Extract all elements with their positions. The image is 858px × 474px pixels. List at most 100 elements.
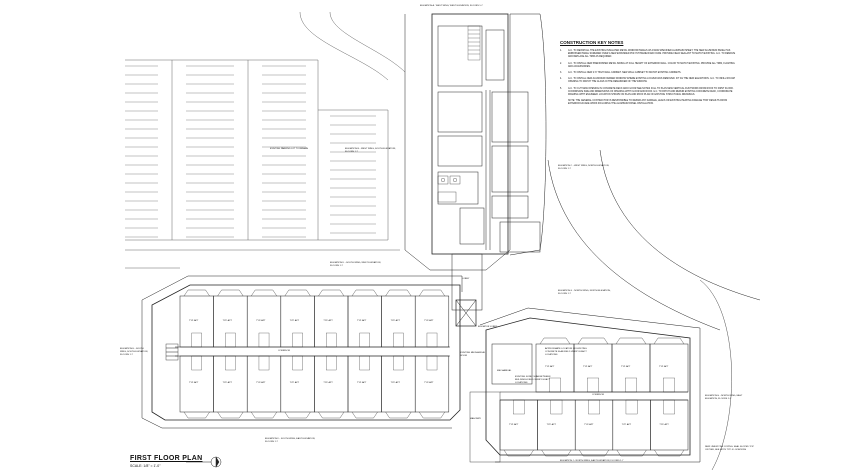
unit-label: TYP. APT [222, 382, 232, 384]
elevation-tag: ELEVATION D - SOUTH WING, WEST ELEVATION… [330, 262, 381, 267]
notes-heading: CONSTRUCTION KEY NOTES [560, 40, 624, 45]
note-item: 2. G.C. TO INSTALL NEW PREFINISHED METAL… [560, 63, 740, 69]
apartment-unit [574, 399, 614, 451]
window-bay [653, 337, 685, 345]
elevation-tag: ELEVATION G - NORTH WING, NORTH ELEVATIO… [558, 290, 611, 295]
drawing-scale: SCALE: 1/8" = 1'-0" [130, 464, 161, 468]
unit-label: TYP. APT [323, 382, 333, 384]
unit-label: TYP. APT [189, 382, 199, 384]
window-bay [615, 337, 647, 345]
unit-label: TYP. APT [289, 320, 300, 322]
apartment-unit [611, 343, 651, 393]
note-item: 4. G.C. TO INSTALL NEW ALUMINUM FRAMED W… [560, 78, 740, 84]
unit-label: TYP. APT [424, 320, 434, 322]
note-number: 5. [560, 87, 562, 90]
room-label-mechanical: MECHANICAL [497, 370, 512, 372]
unit-label: TYP. APT [583, 366, 593, 368]
south-wing [141, 275, 463, 429]
window-bay [503, 449, 534, 457]
note-number: 1. [560, 50, 562, 52]
callout-note: EXISTING MECHANICAL ROOM [460, 352, 486, 357]
callout-note: EXISTING SONIC SLAB BETWEEN BUILDINGS FI… [515, 376, 551, 384]
unit-bathroom [426, 332, 438, 348]
unit-bathroom [191, 332, 202, 348]
window-bay [539, 337, 571, 345]
west-wing [404, 13, 547, 327]
unit-label: TYP. APT [256, 382, 266, 384]
apartment-unit [612, 399, 651, 451]
unit-label: TYP. APT [357, 382, 367, 384]
parking-label: EXISTING PARKING LOT TO REMAIN [270, 148, 309, 150]
unit-label: TYP. APT [584, 424, 594, 426]
window-bay [318, 411, 345, 419]
unit-bathroom [258, 355, 270, 371]
room-label-corridor: CORRIDOR [278, 350, 290, 352]
unit-bathroom [587, 377, 599, 393]
unit-bathroom [292, 355, 303, 371]
unit-label: TYP. APT [222, 320, 232, 322]
unit-bathroom [393, 355, 404, 371]
unit-label: TYP. APT [621, 366, 631, 368]
elevation-tag: ELEVATION H - NORTH WING, EAST ELEVATION… [705, 395, 743, 400]
window-bay [654, 449, 685, 457]
elevation-tag: ELEVATION A - WEST WING, WEST ELEVATION,… [420, 5, 483, 7]
unit-bathroom [550, 399, 563, 415]
window-bay [217, 411, 244, 419]
room-label-elevator-lobby: ELEVATOR LOBBY [478, 326, 498, 328]
unit-bathroom [292, 332, 303, 348]
unit-bathroom [225, 355, 236, 371]
window-bay [351, 411, 378, 419]
unit-label: TYP. APT [323, 320, 333, 322]
room-label-corridor: CORRIDOR [592, 394, 604, 396]
note-item: NOTE: THE GENERAL CONTRACTOR IS RESPONSI… [560, 100, 740, 106]
note-text: G.C. TO REINSTALL THE EXISTING INSULATED… [568, 50, 736, 59]
window-bay [251, 289, 277, 297]
parking-lot [125, 11, 406, 269]
unit-bathroom [258, 332, 270, 348]
unit-bathroom [625, 399, 638, 415]
callout-note: NEW LIMESTONE COPING. SEAL SLOPED TOP OF… [705, 446, 754, 451]
note-number: 2. [560, 62, 562, 65]
note-text: NOTE: THE GENERAL CONTRACTOR IS RESPONSI… [568, 100, 727, 106]
note-number [560, 100, 568, 106]
unit-bathroom [359, 355, 370, 371]
apartment-unit [537, 399, 576, 451]
note-item: 3. G.C. TO INSTALL NEW 2'-6" HIGH WALL C… [560, 72, 740, 75]
north-arrow [186, 456, 222, 468]
window-bay [284, 411, 311, 419]
window-bay [541, 449, 572, 457]
unit-bathroom [663, 377, 675, 393]
unit-bathroom [359, 332, 370, 348]
room-label-masonry: MASONRY [470, 418, 482, 420]
unit-bathroom [513, 399, 525, 415]
east-wing [469, 149, 761, 471]
window-bay [385, 289, 412, 297]
window-bay [251, 411, 277, 419]
window-bay [318, 289, 345, 297]
window-bay [419, 289, 445, 297]
note-text: G.C. TO INSTALL NEW 2'-6" HIGH WALL CABI… [568, 72, 682, 75]
note-item: 1. G.C. TO REINSTALL THE EXISTING INSULA… [560, 50, 740, 60]
apartment-unit [649, 343, 689, 393]
note-number: 3. [560, 72, 562, 75]
elevation-tag: ELEVATION B - WEST WING, SOUTH ELEVATION… [345, 148, 396, 153]
unit-bathroom [326, 332, 337, 348]
window-bay [419, 411, 445, 419]
unit-label: TYP. APT [546, 424, 556, 426]
unit-bathroom [191, 355, 202, 371]
note-text: G.C. TO INSTALL NEW PREFINISHED METAL SI… [568, 62, 735, 68]
unit-label: TYP. APT [545, 366, 555, 368]
callout-note: APPROXIMATE LOCATION OF EXISTING CONCRET… [545, 348, 587, 356]
window-bay [183, 289, 210, 297]
unit-label: TYP. APT [659, 424, 669, 426]
window-bay [385, 411, 412, 419]
window-bay [616, 449, 647, 457]
unit-label: TYP. APT [357, 320, 367, 322]
room-label-lobby: LOBBY [462, 278, 470, 280]
unit-label: TYP. APT [509, 424, 519, 426]
note-text: G.C. TO CUT NEW OPENING IN CONCRETE DECK… [568, 87, 734, 97]
elevation-tag: ELEVATION E - SOUTH WING, SOUTH ELEVATIO… [120, 348, 148, 356]
note-text: G.C. TO INSTALL NEW ALUMINUM FRAMED WIND… [568, 78, 736, 84]
